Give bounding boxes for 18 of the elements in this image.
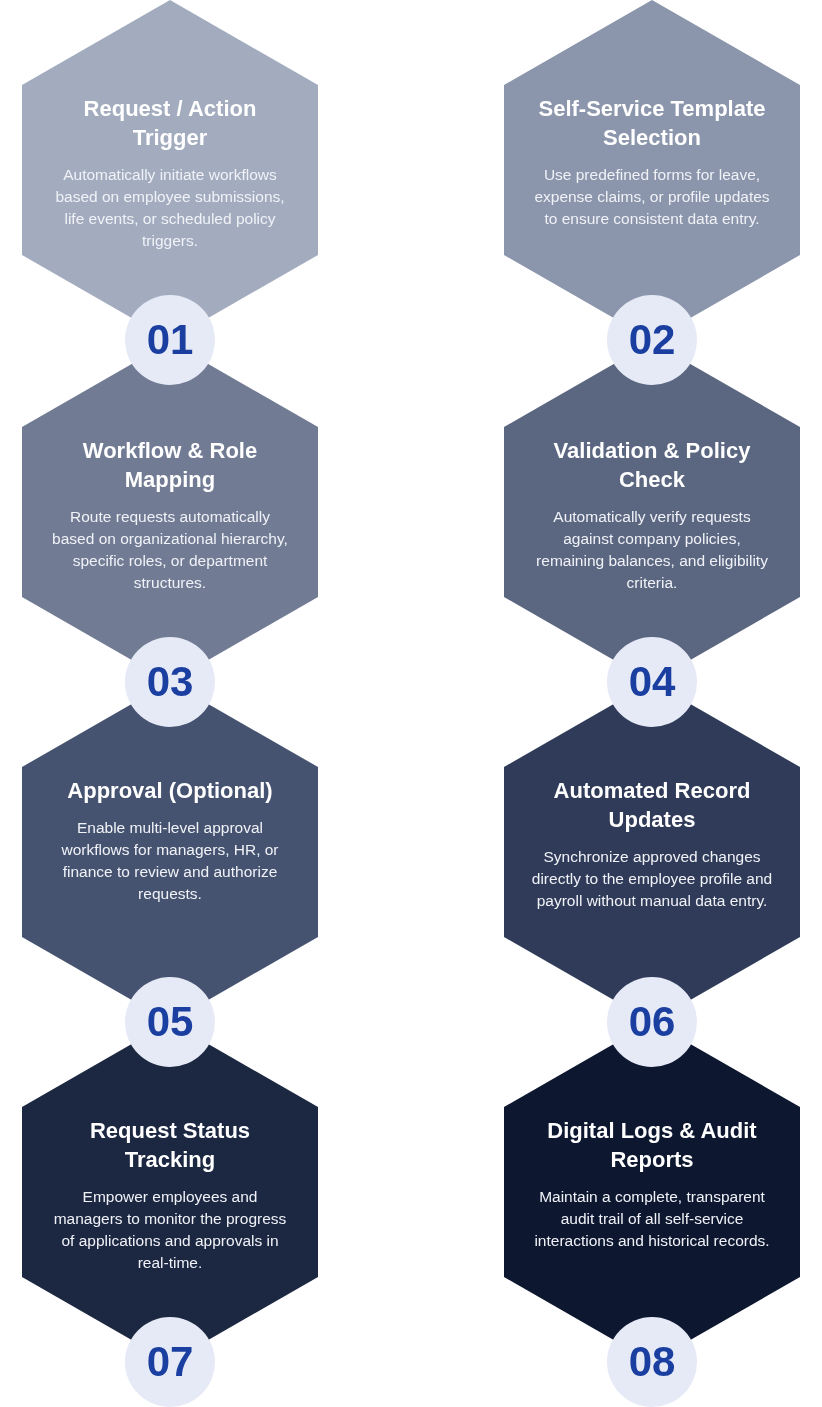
step-title: Approval (Optional) xyxy=(66,777,274,805)
step-description: Maintain a complete, transparent audit trail of all self-service interactions and historical records. xyxy=(533,1187,771,1251)
step-description: Automatically verify requests against company policies, remaining balances, and eligibility criteria. xyxy=(535,507,769,593)
step-description: Empower employees and managers to monitor the progress of applications and approvals in real-time. xyxy=(52,1187,288,1273)
step-number-circle: 08 xyxy=(607,1317,697,1407)
step-title: Workflow & Role Mapping xyxy=(81,437,259,494)
step-description: Route requests automatically based on organizational hierarchy, specific roles, or department structures. xyxy=(51,507,289,593)
step-title: Request / Action Trigger xyxy=(82,95,258,152)
step-title: Validation & Policy Check xyxy=(552,437,752,494)
step-description: Enable multi-level approval workflows for managers, HR, or finance to review and authorize requests. xyxy=(60,818,280,904)
step-description: Synchronize approved changes directly to the employee profile and payroll without manual data entry. xyxy=(530,847,774,911)
step-title: Self-Service Template Selection xyxy=(537,95,767,152)
step-description: Automatically initiate workflows based on employee submissions, life events, or scheduled policy triggers. xyxy=(54,165,286,251)
step-description: Use predefined forms for leave, expense claims, or profile updates to ensure consistent data entry. xyxy=(533,165,771,229)
step-title: Request Status Tracking xyxy=(88,1117,252,1174)
step-title: Digital Logs & Audit Reports xyxy=(546,1117,758,1174)
step-title: Automated Record Updates xyxy=(552,777,752,834)
step-number-circle: 07 xyxy=(125,1317,215,1407)
